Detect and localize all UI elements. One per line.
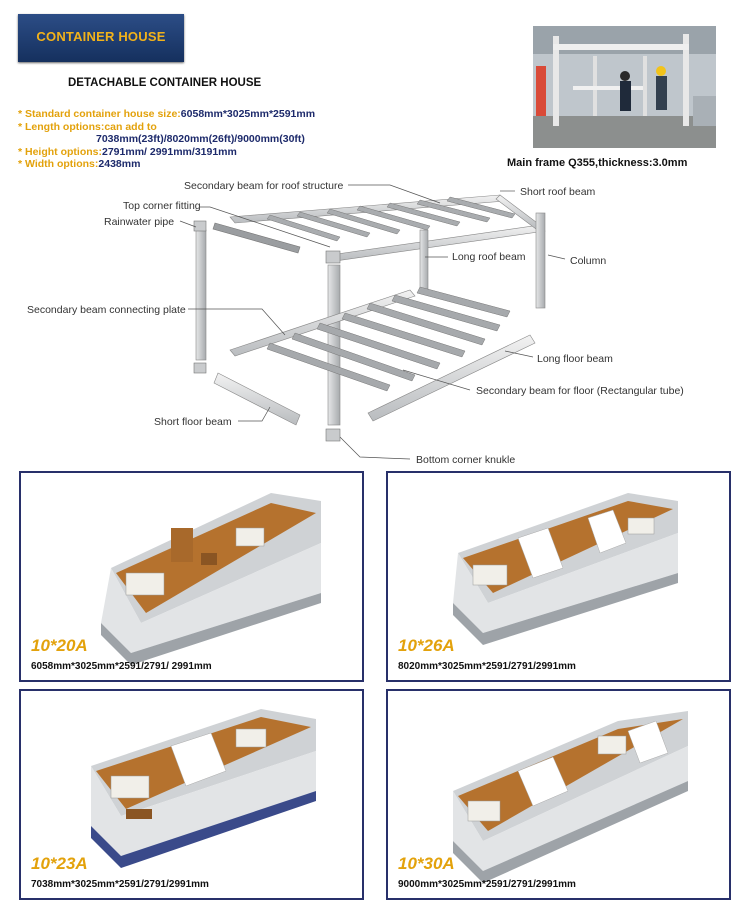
model-dimensions: 9000mm*3025mm*2591/2791/2991mm <box>398 879 576 890</box>
model-card-10x23a: 10*23A 7038mm*3025mm*2591/2791/2991mm <box>19 689 364 900</box>
model-card-10x20a: 10*20A 6058mm*3025mm*2591/2791/ 2991mm <box>19 471 364 682</box>
model-dimensions: 6058mm*3025mm*2591/2791/ 2991mm <box>31 661 212 672</box>
label-short-roof-beam: Short roof beam <box>520 186 596 198</box>
corner-fitting <box>193 362 207 374</box>
model-card-10x30a: 10*30A 9000mm*3025mm*2591/2791/2991mm <box>386 689 731 900</box>
spec-list: * Standard container house size:6058mm*3… <box>18 108 315 171</box>
photo-caption: Main frame Q355,thickness:3.0mm <box>507 157 688 169</box>
spec-item: * Width options:2438mm <box>18 158 141 170</box>
label-top-corner-fitting: Top corner fitting <box>123 200 201 212</box>
model-name: 10*23A <box>31 854 88 873</box>
spec-item: * Height options:2791mm/ 2991mm/3191mm <box>18 145 237 158</box>
label-column: Column <box>570 255 606 267</box>
corner-fitting <box>325 428 341 442</box>
label-secondary-floor-beam: Secondary beam for floor (Rectangular tu… <box>476 385 684 397</box>
label-rainwater-pipe: Rainwater pipe <box>104 216 174 228</box>
spec-item: * Standard container house size:6058mm*3… <box>18 108 316 120</box>
label-connecting-plate: Secondary beam connecting plate <box>27 304 186 316</box>
model-name: 10*20A <box>31 636 88 655</box>
page-subtitle: DETACHABLE CONTAINER HOUSE <box>68 77 262 89</box>
model-name: 10*26A <box>398 636 455 655</box>
column <box>195 229 207 361</box>
frame-diagram: Secondary beam for roof structure Short … <box>27 180 684 466</box>
model-dimensions: 7038mm*3025mm*2591/2791/2991mm <box>31 879 209 890</box>
corner-fitting <box>325 250 341 264</box>
model-dimensions: 8020mm*3025mm*2591/2791/2991mm <box>398 661 576 672</box>
long-floor-beam <box>367 334 536 422</box>
model-name: 10*30A <box>398 854 455 873</box>
column <box>419 229 429 291</box>
short-roof-beam <box>212 222 301 254</box>
model-card-10x26a: 10*26A 8020mm*3025mm*2591/2791/2991mm <box>386 471 731 682</box>
label-long-roof-beam: Long roof beam <box>452 251 526 263</box>
short-floor-beam <box>213 372 301 426</box>
label-bottom-corner: Bottom corner knukle <box>416 454 515 466</box>
column <box>535 212 546 309</box>
label-long-floor-beam: Long floor beam <box>537 353 613 365</box>
secondary-floor-beams <box>266 286 511 392</box>
title-banner: CONTAINER HOUSE <box>18 14 184 62</box>
corner-fitting <box>193 220 207 232</box>
banner-title: CONTAINER HOUSE <box>36 29 166 44</box>
spec-item: 7038mm(23ft)/8020mm(26ft)/9000mm(30ft) <box>96 133 305 145</box>
label-secondary-roof-beam: Secondary beam for roof structure <box>184 180 343 192</box>
label-short-floor-beam: Short floor beam <box>154 416 232 428</box>
secondary-roof-beams <box>266 196 516 242</box>
spec-item: * Length options:can add to <box>18 120 157 133</box>
frame-photo <box>533 26 716 148</box>
